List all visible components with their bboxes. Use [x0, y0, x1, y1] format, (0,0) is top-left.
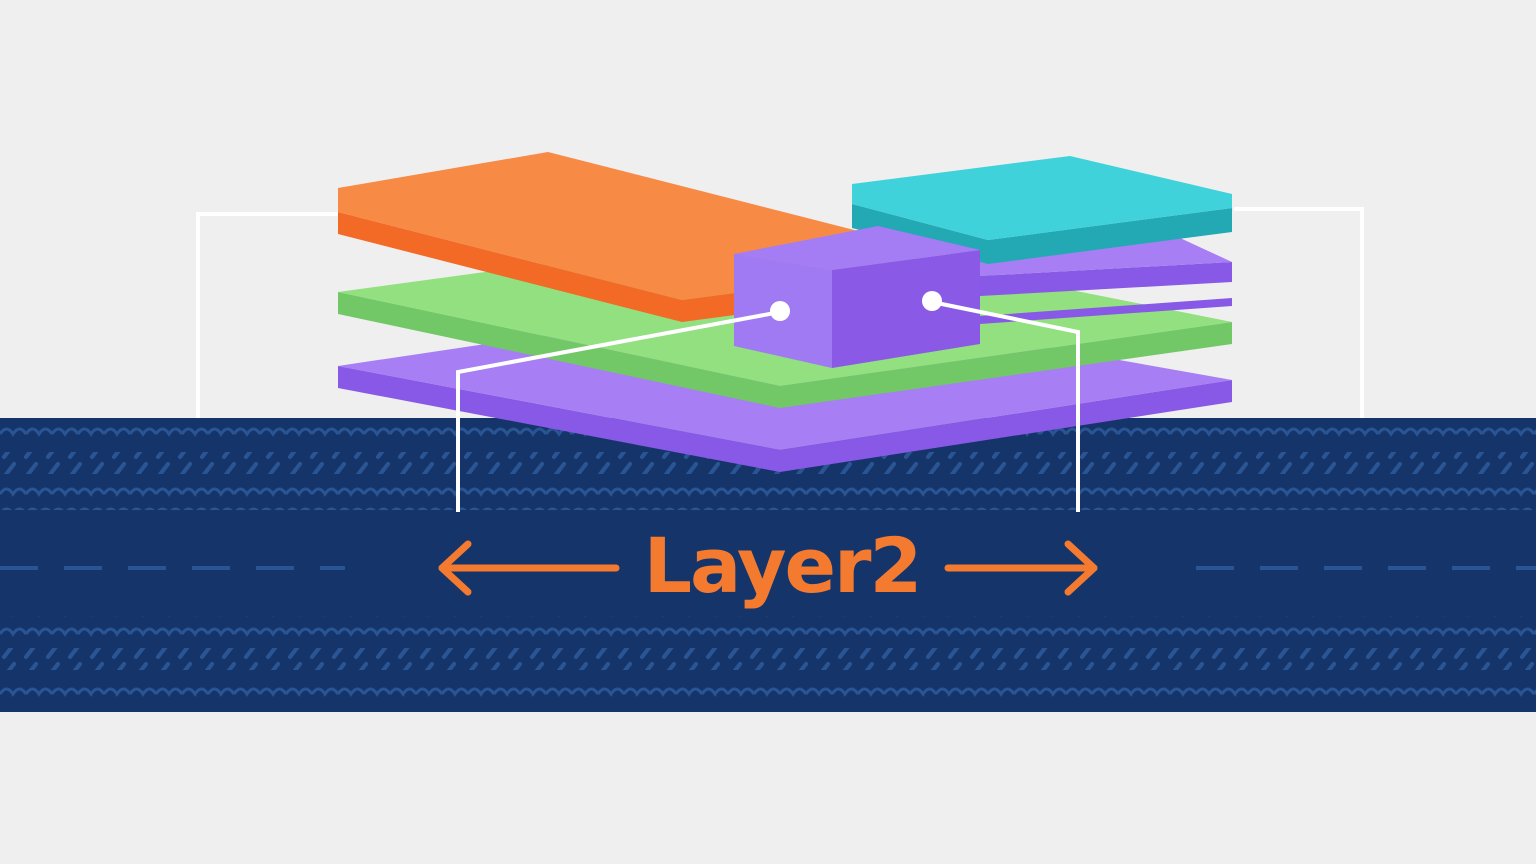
center-purple-cube	[734, 226, 980, 368]
left-bracket-connector	[196, 212, 338, 420]
arrow-left-icon	[438, 540, 620, 596]
right-drop-connector	[931, 300, 1080, 512]
right-connector-node	[922, 291, 942, 311]
band-wave-row-low	[0, 616, 1536, 640]
left-drop-connector	[456, 310, 781, 512]
orange-block	[338, 152, 862, 322]
band-wave-row-mid	[0, 486, 1536, 510]
purple-upper-strips	[980, 238, 1232, 324]
band-slash-row-low	[0, 648, 1536, 670]
layer2-label: Layer2	[644, 521, 921, 610]
band-wave-row-bottom	[0, 680, 1536, 704]
inner-connectors	[456, 291, 1080, 512]
left-connector-node	[770, 301, 790, 321]
arrow-right-icon	[944, 540, 1098, 596]
right-bracket-connector	[1234, 207, 1364, 420]
